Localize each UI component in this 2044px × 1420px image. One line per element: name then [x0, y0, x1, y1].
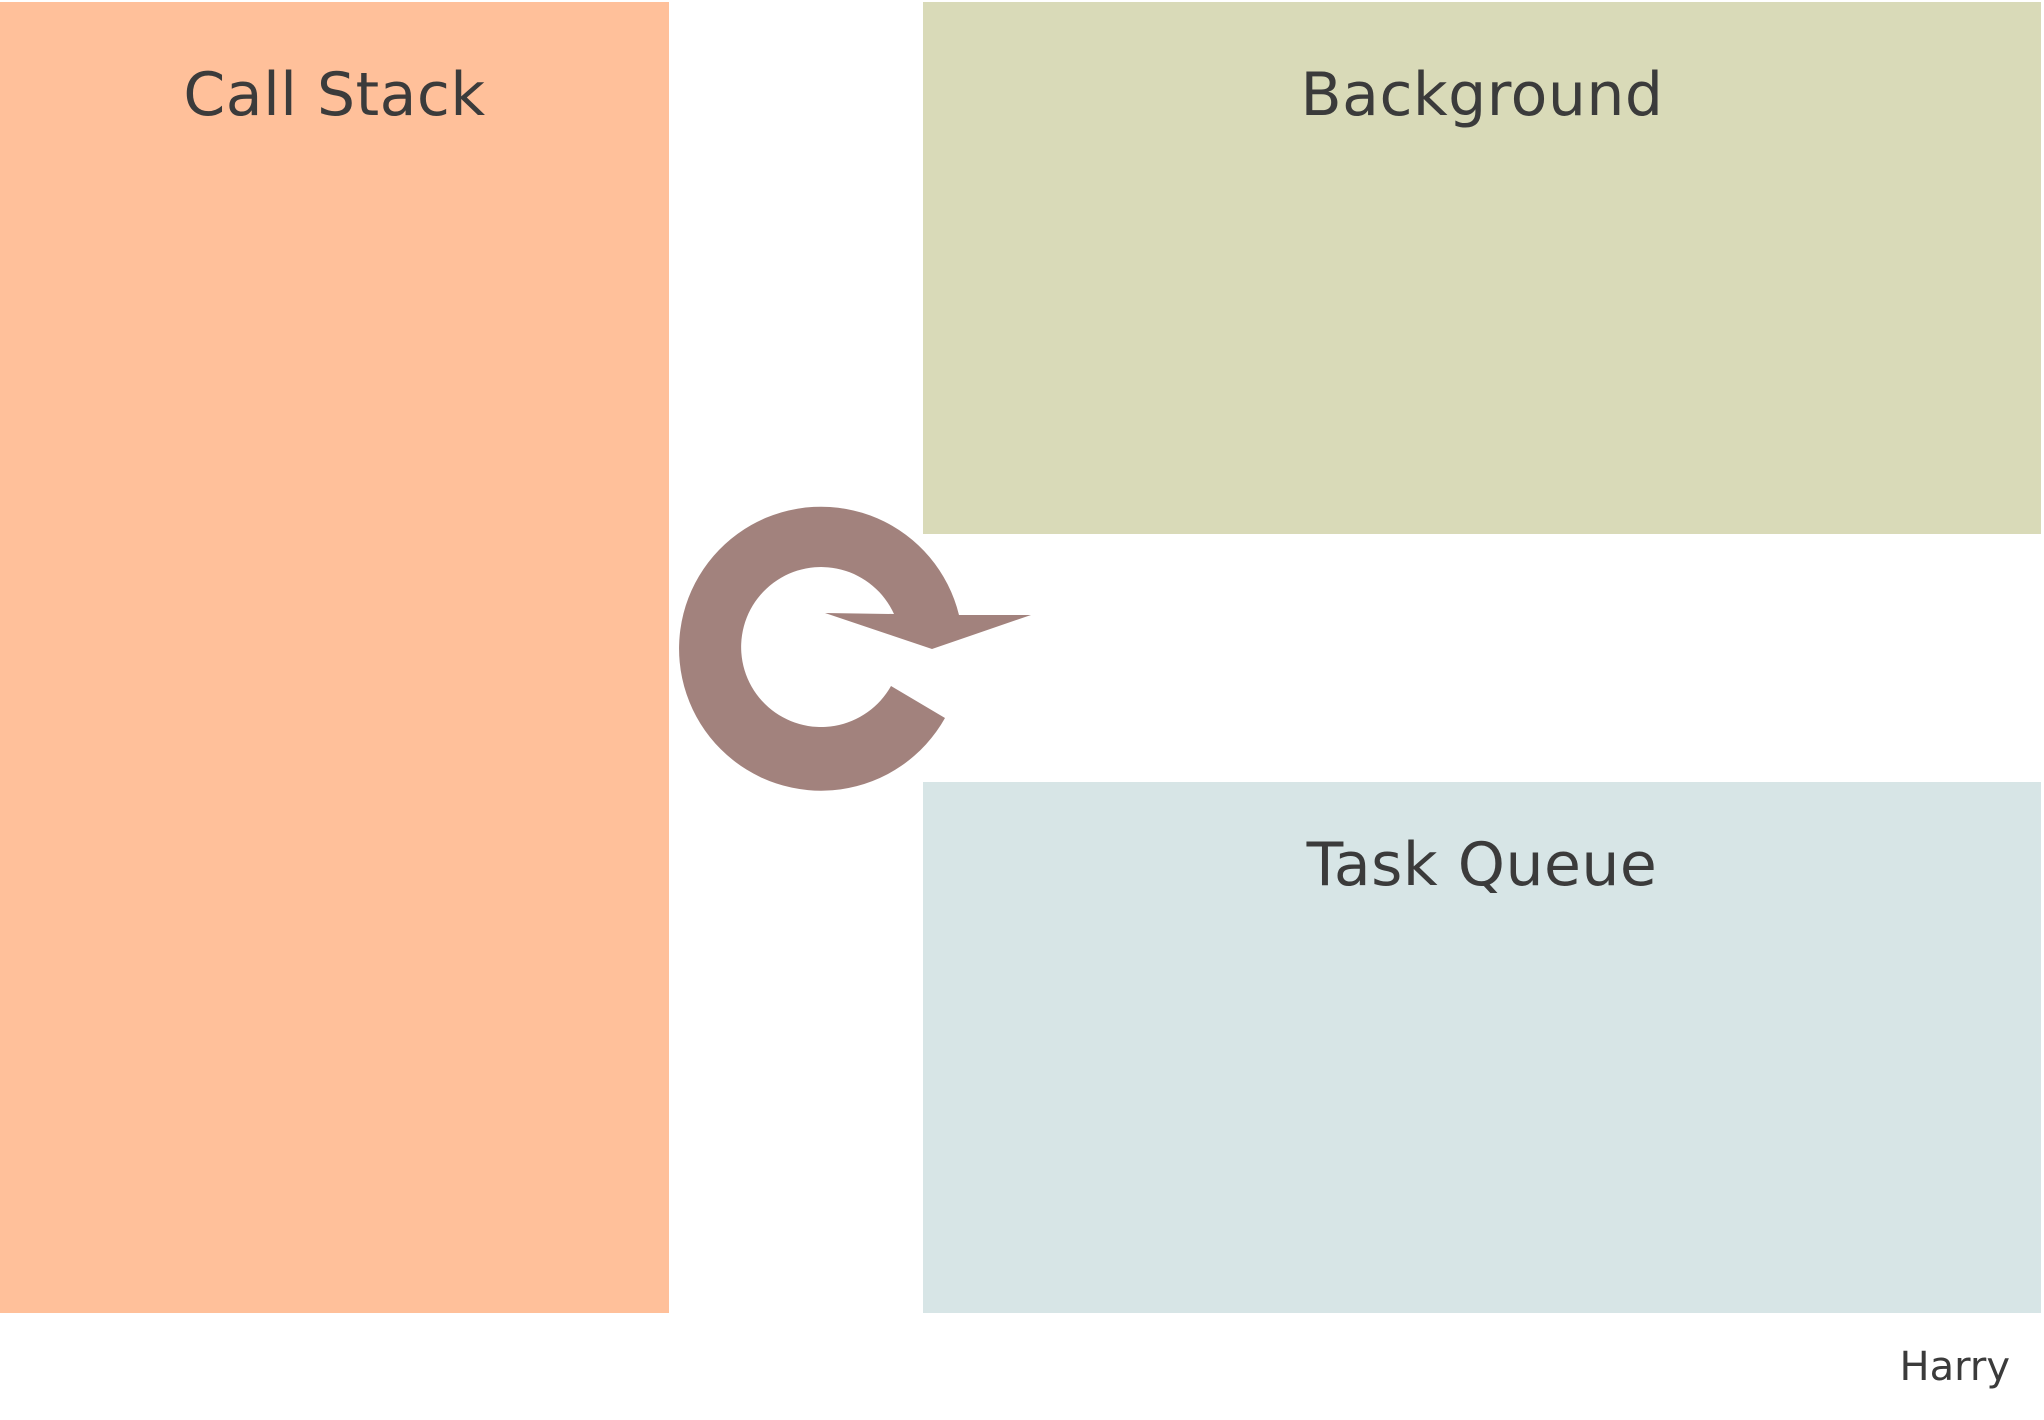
call-stack-panel: Call Stack — [0, 2, 669, 1313]
task-queue-panel: Task Queue — [923, 782, 2041, 1313]
background-panel: Background — [923, 2, 2041, 534]
call-stack-title: Call Stack — [183, 60, 486, 130]
background-title: Background — [1300, 60, 1664, 130]
task-queue-title: Task Queue — [1306, 830, 1658, 900]
event-loop-arrow — [679, 506, 1031, 791]
author-label: Harry — [1899, 1344, 2010, 1390]
